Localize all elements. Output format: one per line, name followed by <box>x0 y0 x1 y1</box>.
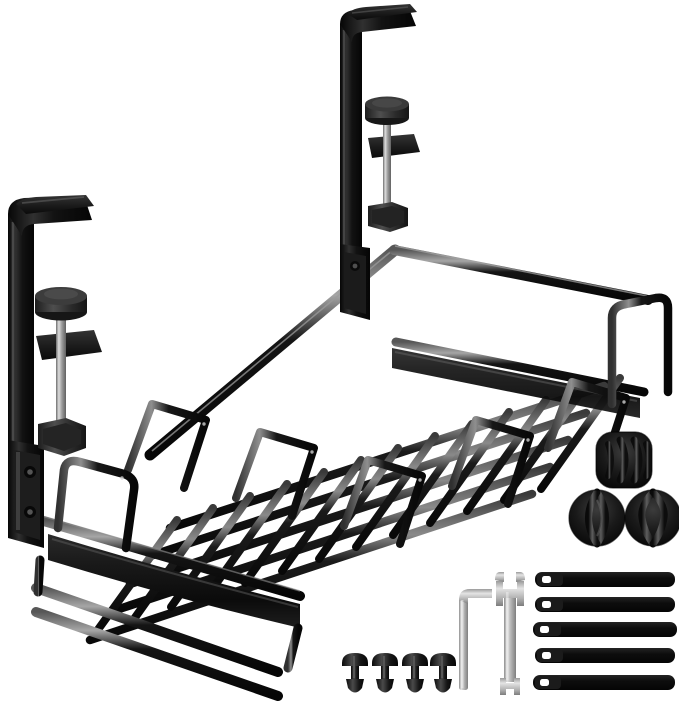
cable-clip-right <box>624 488 679 548</box>
front-clamp-top-pad <box>16 195 94 214</box>
tray-front-panel <box>48 534 300 628</box>
tray-specular-highlights <box>120 400 626 482</box>
wire-mesh-cable-tray <box>31 244 673 701</box>
push-rivet <box>342 653 368 693</box>
plastic-push-rivets <box>342 653 456 693</box>
tray-front-top-rail <box>35 515 305 601</box>
tray-right-end-loop <box>607 293 673 409</box>
tray-bottom-lip <box>31 583 283 701</box>
tray-left-end-loop <box>53 456 139 553</box>
rear-clamp-screw-rod <box>383 118 391 210</box>
open-end-wrench <box>495 572 525 695</box>
cable-clip-left <box>568 488 626 548</box>
front-desk-clamp <box>8 195 102 548</box>
rear-clamp-pressure-pad <box>368 134 420 158</box>
cable-tie <box>535 648 675 663</box>
front-clamp-knob <box>35 287 87 321</box>
cable-tie <box>535 597 675 612</box>
rear-clamp-hex-nut <box>368 202 408 232</box>
rear-clamp-knob <box>365 96 409 125</box>
cable-tie <box>533 675 675 690</box>
front-clamp-hex-nut <box>38 418 86 456</box>
tray-rear-rungs <box>400 248 643 396</box>
front-clamp-screw-rod <box>56 312 66 428</box>
adhesive-cable-clips <box>568 431 679 548</box>
front-clamp-pressure-pad <box>36 330 102 360</box>
push-rivet <box>402 653 428 693</box>
front-clamp-mount-plate <box>8 440 44 548</box>
cable-clip-top <box>595 431 653 489</box>
hex-key <box>459 589 492 690</box>
push-rivet <box>430 653 456 693</box>
cable-tie <box>535 572 675 587</box>
tray-front-lower-web <box>33 555 303 673</box>
cable-tie <box>533 622 677 637</box>
push-rivet <box>372 653 398 693</box>
velcro-cable-ties <box>533 572 677 690</box>
rear-desk-clamp <box>340 4 420 320</box>
